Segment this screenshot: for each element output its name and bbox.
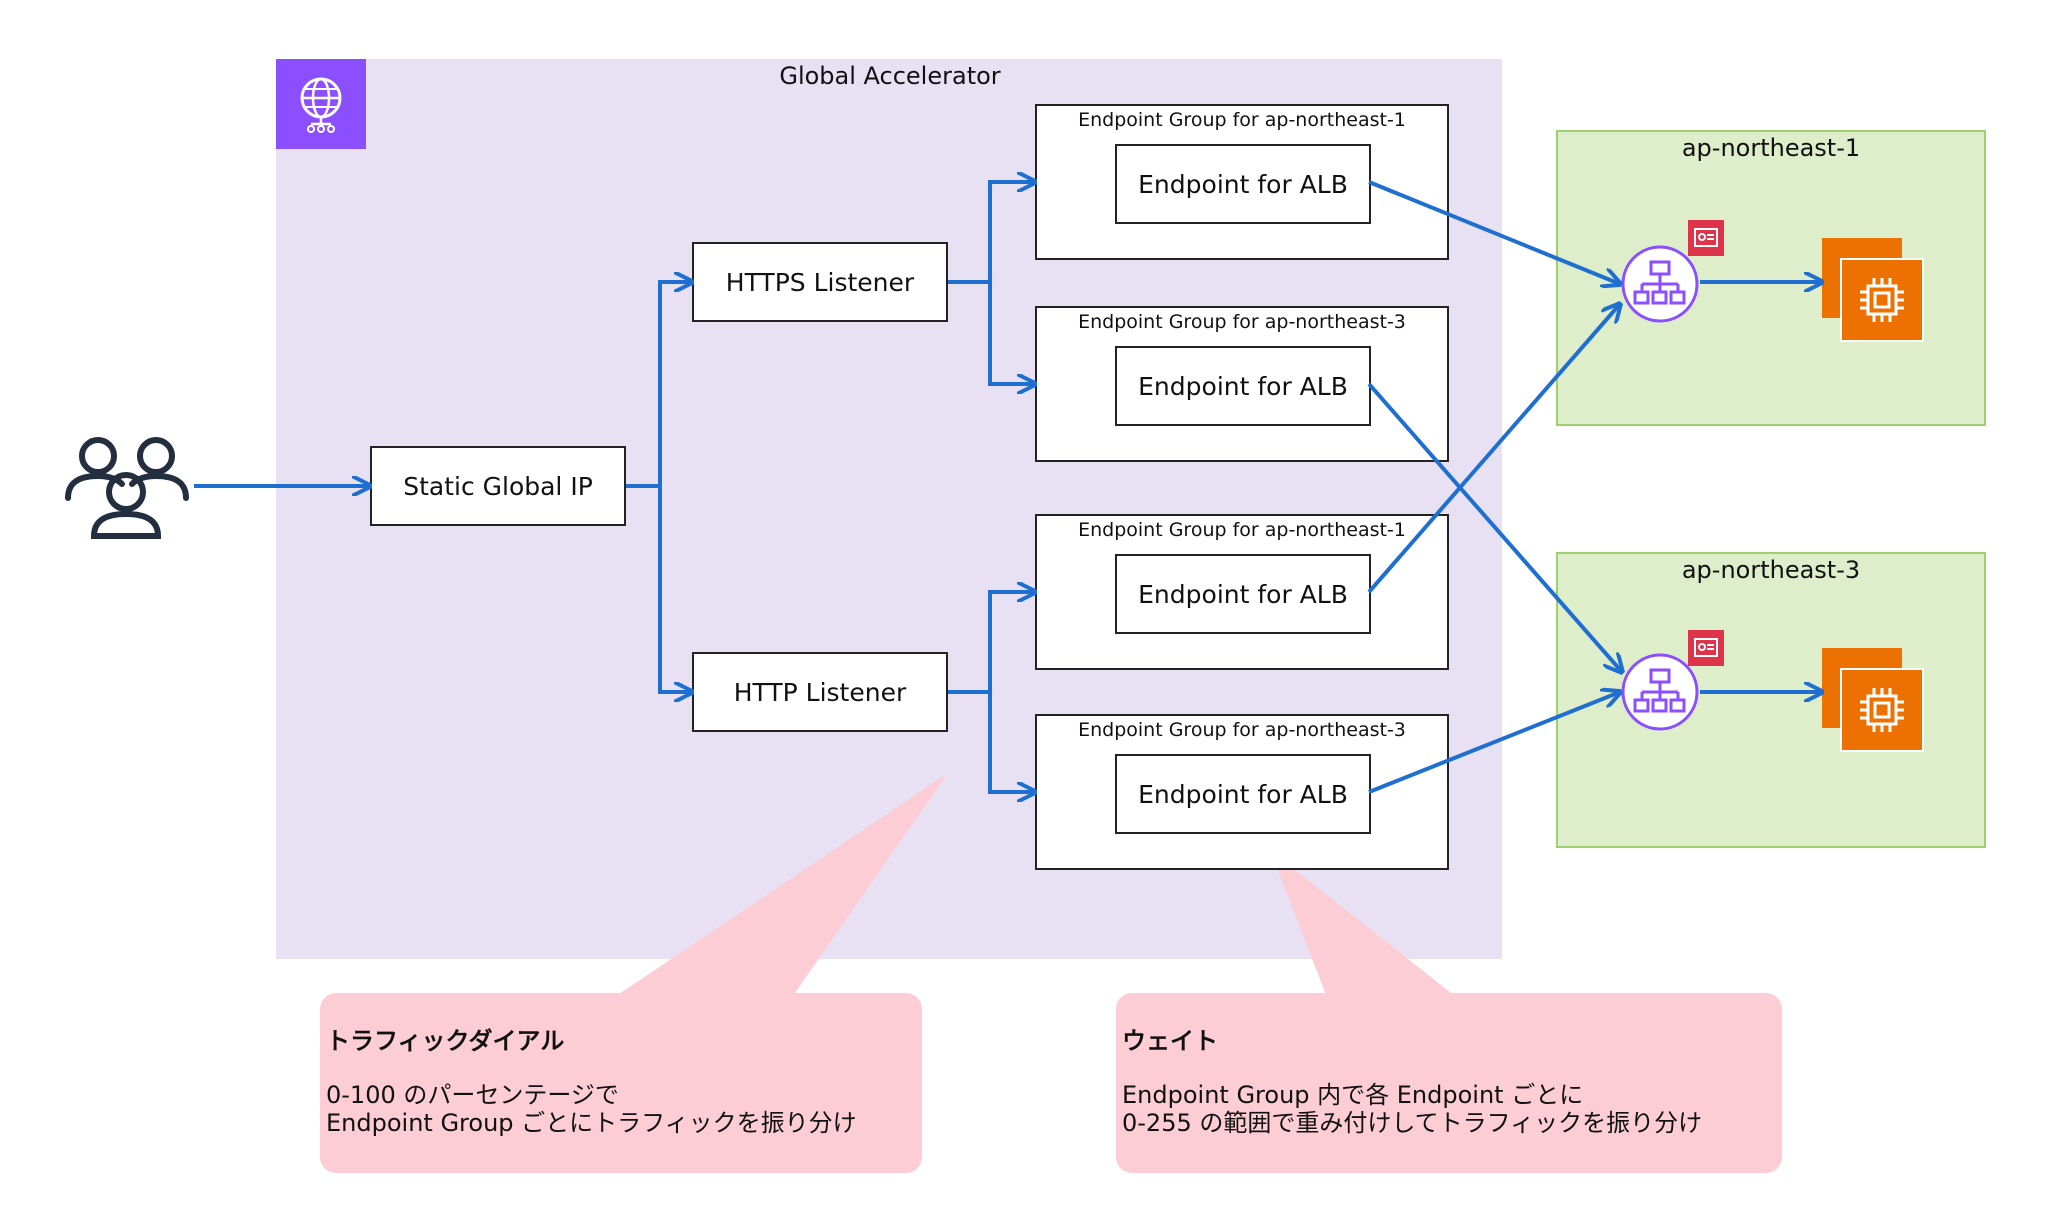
- endpoint-group: Endpoint Group for ap-northeast-3 Endpoi…: [1035, 306, 1449, 462]
- users-icon: [62, 428, 192, 543]
- dial-callout-pointer: [610, 773, 948, 1000]
- arrow-http-to-eg4: [988, 692, 1035, 792]
- endpoint-alb: Endpoint for ALB: [1115, 346, 1371, 426]
- arrow-ep2-to-alb3: [1367, 382, 1622, 672]
- endpoint-alb: Endpoint for ALB: [1115, 554, 1371, 634]
- static-global-ip-node: Static Global IP: [370, 446, 626, 526]
- https-listener-node: HTTPS Listener: [692, 242, 948, 322]
- endpoint-group-title: Endpoint Group for ap-northeast-1: [1078, 519, 1406, 541]
- callout-title: トラフィックダイアル: [326, 1027, 565, 1055]
- static-global-ip-label: Static Global IP: [403, 471, 593, 501]
- endpoint-group-title: Endpoint Group for ap-northeast-3: [1078, 311, 1406, 333]
- callout-text-line: 0-255 の範囲で重み付けしてトラフィックを振り分け: [1122, 1109, 1703, 1137]
- callout-text-line: Endpoint Group ごとにトラフィックを振り分け: [326, 1109, 857, 1137]
- global-accelerator-icon: [276, 59, 366, 149]
- endpoint-alb: Endpoint for ALB: [1115, 144, 1371, 224]
- callout-text-line: Endpoint Group 内で各 Endpoint ごとに: [1122, 1081, 1584, 1109]
- arrow-https-to-eg2: [988, 282, 1035, 384]
- traffic-dial-callout: トラフィックダイアル 0-100 のパーセンテージで Endpoint Grou…: [320, 993, 922, 1173]
- https-listener-label: HTTPS Listener: [725, 267, 915, 297]
- certificate-icon: [1688, 220, 1724, 256]
- load-balancer-icon: [1620, 652, 1700, 732]
- endpoint-label: Endpoint for ALB: [1138, 371, 1348, 401]
- weight-callout: ウェイト Endpoint Group 内で各 Endpoint ごとに 0-2…: [1116, 993, 1782, 1173]
- load-balancer-icon: [1620, 244, 1700, 324]
- callout-title: ウェイト: [1122, 1027, 1218, 1055]
- endpoint-group: Endpoint Group for ap-northeast-1 Endpoi…: [1035, 514, 1449, 670]
- endpoint-label: Endpoint for ALB: [1138, 779, 1348, 809]
- http-listener-node: HTTP Listener: [692, 652, 948, 732]
- arrow-ep1-to-alb1: [1368, 180, 1620, 284]
- certificate-icon: [1688, 630, 1724, 666]
- weight-callout-pointer: [1270, 850, 1460, 1000]
- arrow-ep4-to-alb3: [1368, 692, 1620, 794]
- global-accelerator-title: Global Accelerator: [779, 62, 1001, 90]
- endpoint-group: Endpoint Group for ap-northeast-3 Endpoi…: [1035, 714, 1449, 870]
- endpoint-group: Endpoint Group for ap-northeast-1 Endpoi…: [1035, 104, 1449, 260]
- ec2-instances-icon: [1822, 648, 1934, 760]
- endpoint-label: Endpoint for ALB: [1138, 169, 1348, 199]
- http-listener-label: HTTP Listener: [733, 677, 907, 707]
- ec2-instances-icon: [1822, 238, 1934, 350]
- endpoint-group-title: Endpoint Group for ap-northeast-3: [1078, 719, 1406, 741]
- arrow-ip-to-https: [626, 282, 692, 488]
- region-title: ap-northeast-3: [1681, 556, 1861, 584]
- arrow-https-to-eg1: [948, 182, 1035, 284]
- endpoint-alb: Endpoint for ALB: [1115, 754, 1371, 834]
- endpoint-group-title: Endpoint Group for ap-northeast-1: [1078, 109, 1406, 131]
- callout-text-line: 0-100 のパーセンテージで: [326, 1081, 619, 1109]
- arrow-ep3-to-alb1: [1367, 304, 1620, 594]
- arrow-http-to-eg3: [948, 592, 1035, 694]
- arrow-ip-to-http: [658, 486, 692, 692]
- region-title: ap-northeast-1: [1681, 134, 1861, 162]
- endpoint-label: Endpoint for ALB: [1138, 579, 1348, 609]
